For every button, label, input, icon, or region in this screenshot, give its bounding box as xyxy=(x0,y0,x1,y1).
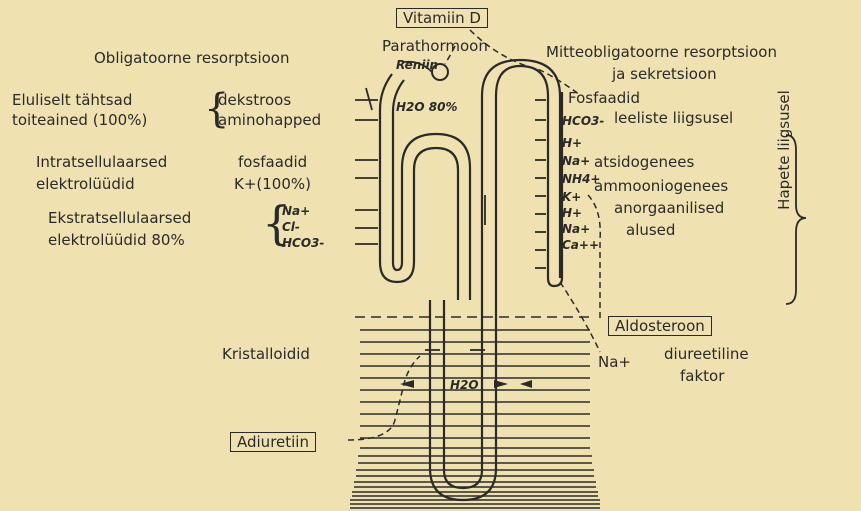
water-arrow-right-icon xyxy=(494,380,508,388)
medulla-lines xyxy=(350,317,600,508)
crystalloids-label: Kristalloidid xyxy=(222,344,310,364)
renin-label: Reniin xyxy=(396,58,438,72)
adiuretin-box: Adiuretiin xyxy=(230,432,316,452)
amino-label: aminohapped xyxy=(218,110,321,130)
acid-excess-label: Hapete liigsusel xyxy=(774,80,794,220)
phosphates-right: Fosfaadid xyxy=(568,88,640,108)
hco3-right: HCO3- xyxy=(562,114,604,128)
inorganic-line2: alused xyxy=(626,220,675,240)
obligatory-label: Obligatoorne resorptsioon xyxy=(94,48,290,68)
intra-line2: elektrolüüdid xyxy=(36,174,135,194)
nonobligatory-line1: Mitteobligatoorne resorptsioon xyxy=(546,42,777,62)
parathormone-label: Parathormoon xyxy=(382,36,488,56)
alkali-excess-label: leeliste liigsusel xyxy=(614,108,733,128)
water-80-label: H2O 80% xyxy=(396,100,458,114)
aldosterone-path xyxy=(588,195,600,318)
aldosterone-box: Aldosteroon xyxy=(608,316,712,336)
h-ion-1: H+ xyxy=(562,136,582,150)
vitamin-d-box: Vitamiin D xyxy=(396,8,488,28)
na-left: Na+ xyxy=(282,204,310,218)
diuretic-line2: faktor xyxy=(680,366,724,386)
nonobligatory-line2: ja sekretsioon xyxy=(612,64,717,84)
loop-of-henle-outer xyxy=(430,66,562,500)
na-bottom-label: Na+ xyxy=(598,352,631,372)
vital-line1: Eluliselt tähtsad xyxy=(12,90,132,110)
reabsorption-arrows xyxy=(355,88,546,350)
extra-line1: Ekstratsellulaarsed xyxy=(48,208,191,228)
phosphates-left: fosfaadid xyxy=(238,152,307,172)
inorganic-line1: anorgaanilised xyxy=(614,198,724,218)
k-ion: K+ xyxy=(562,190,581,204)
adiuretin-path xyxy=(348,356,420,440)
ammoniogenesis-label: ammooniogenees xyxy=(594,176,728,196)
extra-line2: elektrolüüdid 80% xyxy=(48,230,185,250)
water-arrow-right2-icon xyxy=(520,380,532,388)
water-arrow-left-icon xyxy=(400,380,414,388)
diuretic-line1: diureetiline xyxy=(664,344,749,364)
na-ion-1: Na+ xyxy=(562,154,590,168)
water-medulla-label: H2O xyxy=(450,378,479,392)
cl-left: Cl- xyxy=(282,220,300,234)
vital-line2: toiteained (100%) xyxy=(12,110,147,130)
ca-ion: Ca++ xyxy=(562,238,599,252)
dextrose-label: dekstroos xyxy=(218,90,291,110)
na-ion-2: Na+ xyxy=(562,222,590,236)
hco3-left: HCO3- xyxy=(282,236,324,250)
intra-line1: Intratsellulaarsed xyxy=(36,152,167,172)
potassium-label: K+(100%) xyxy=(234,174,311,194)
h-ion-2: H+ xyxy=(562,206,582,220)
acidogenesis-label: atsidogenees xyxy=(594,152,694,172)
loop-of-henle-inner xyxy=(444,60,560,488)
